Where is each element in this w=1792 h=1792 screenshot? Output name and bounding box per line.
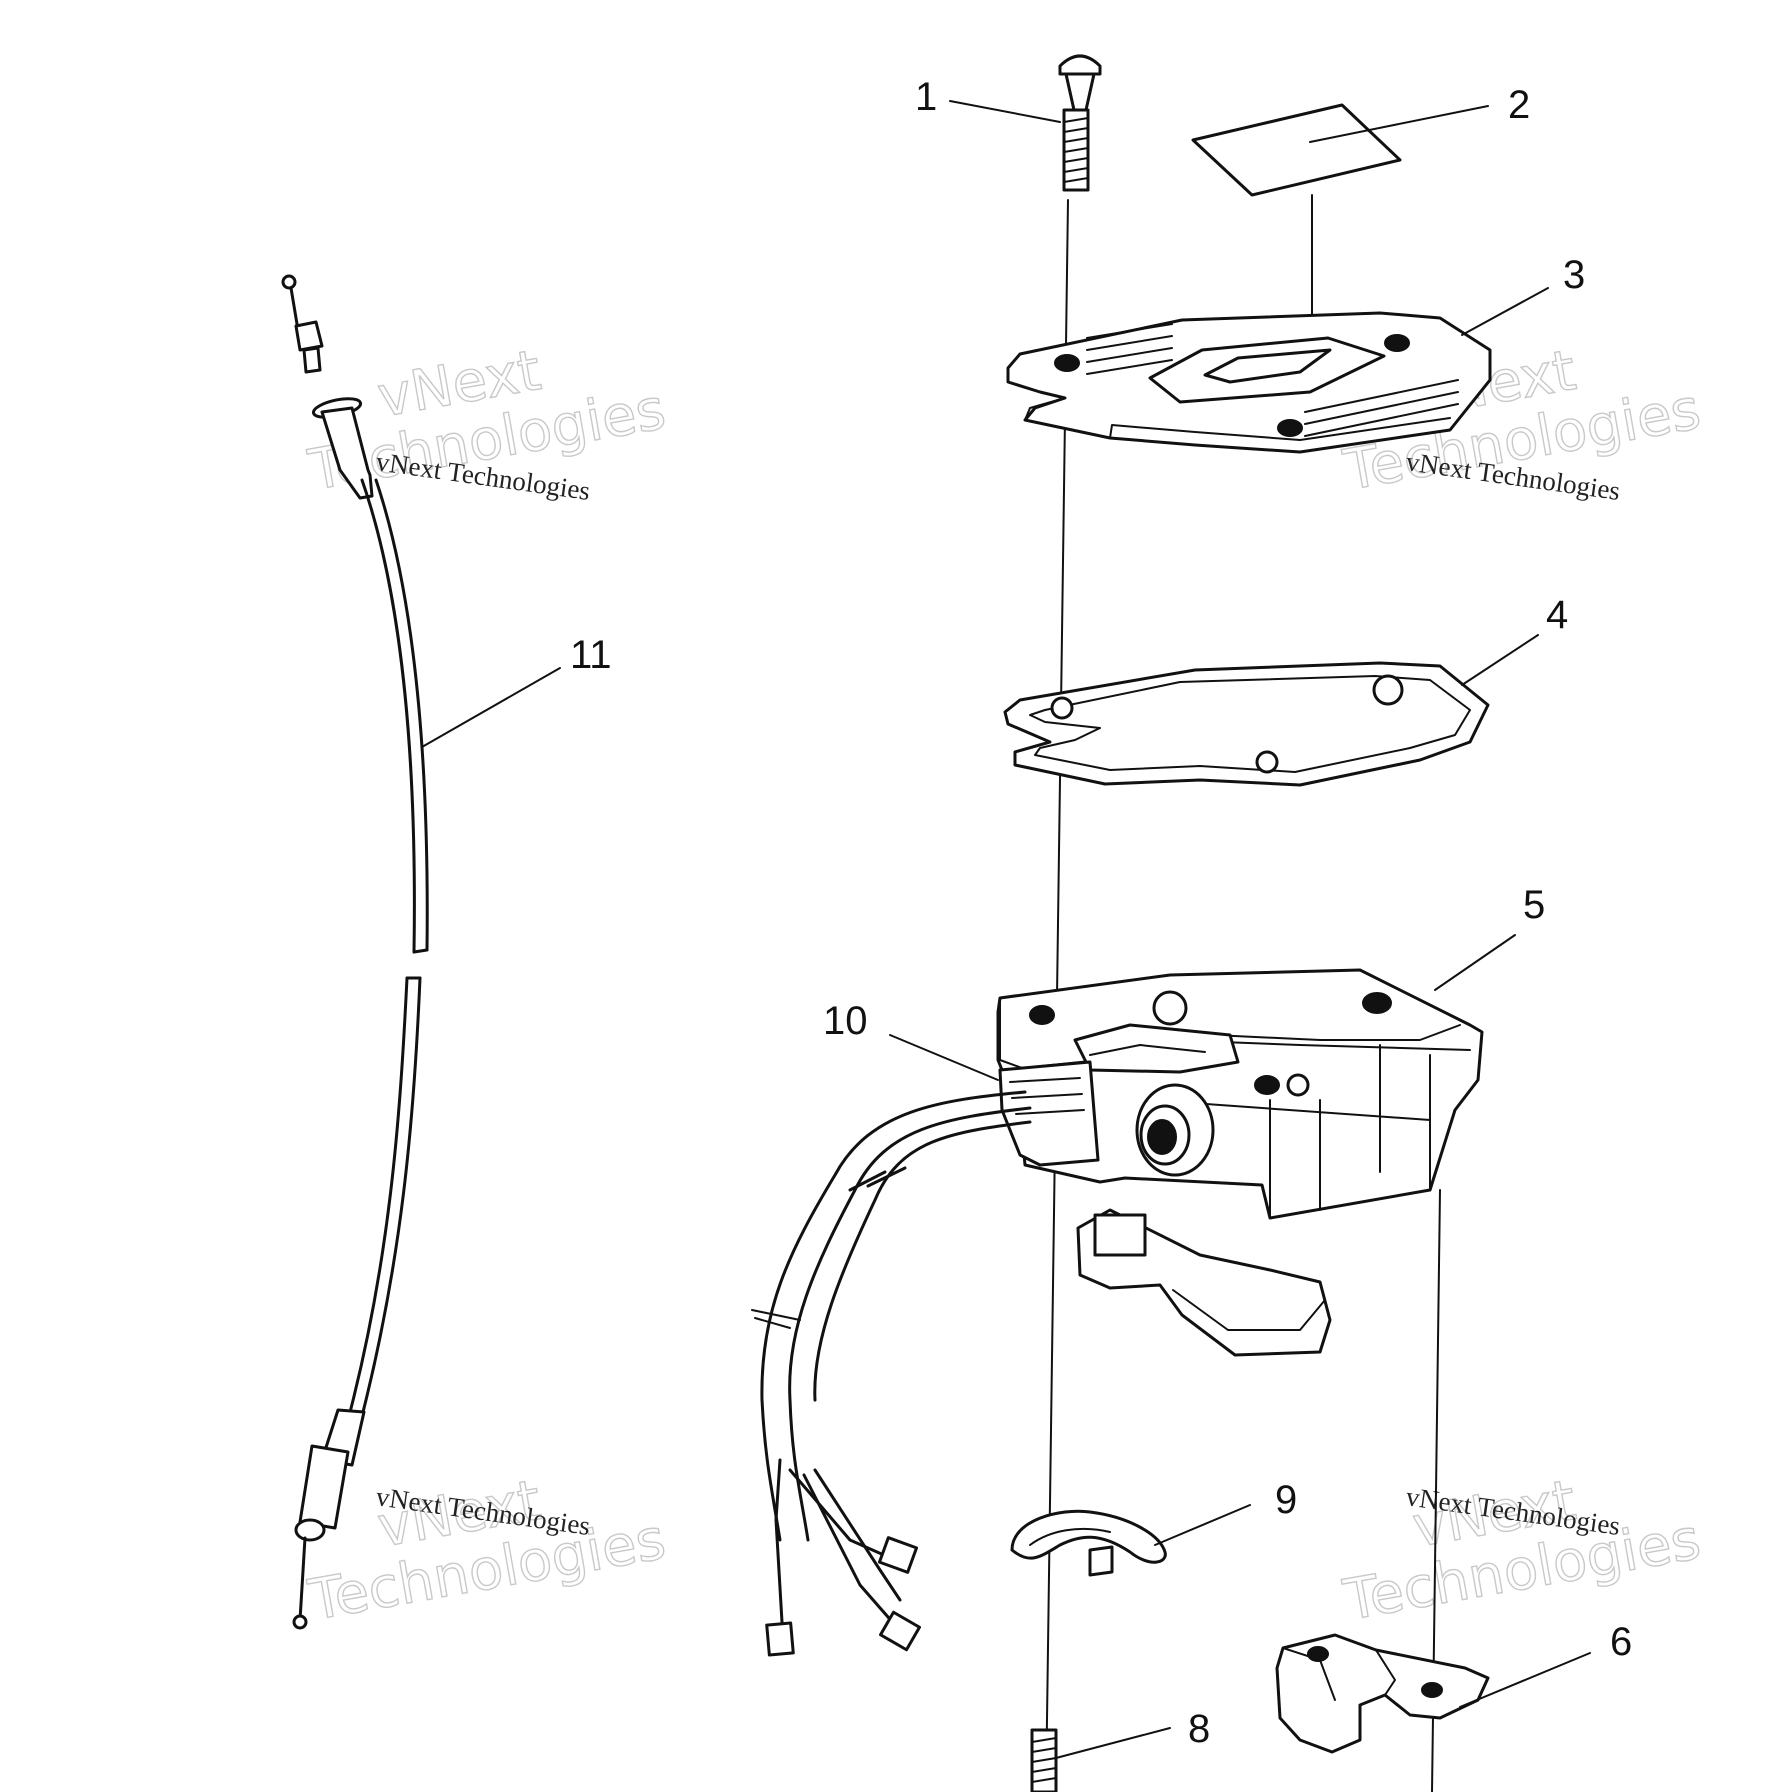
callout-8: 8 [1188,1707,1210,1751]
part-8-screw [1030,1728,1058,1792]
callout-9: 9 [1275,1478,1297,1522]
callout-10: 10 [823,999,868,1043]
callout-5: 5 [1523,883,1545,927]
part-4-gasket [1003,661,1490,787]
callout-2: 2 [1508,83,1530,127]
part-2-decal [1191,103,1402,197]
callout-4: 4 [1546,593,1568,637]
part-6-clamp [1275,1633,1490,1754]
wire-harness [751,1090,1032,1657]
part-1-screw [1058,54,1102,192]
part-9-clip [1010,1509,1167,1577]
watermark-bottom-left: vNext Technologies [303,1467,671,1634]
watermark-bottom-right: vNext Technologies [1338,1467,1706,1634]
callout-3: 3 [1563,253,1585,297]
callout-6: 6 [1610,1620,1632,1664]
part-11-cable [281,274,429,1630]
callout-1: 1 [915,75,937,119]
part-5-housing [996,968,1484,1357]
callout-11: 11 [570,633,612,677]
leader-lines [421,100,1591,1759]
part-3-cover-plate [1006,311,1492,454]
